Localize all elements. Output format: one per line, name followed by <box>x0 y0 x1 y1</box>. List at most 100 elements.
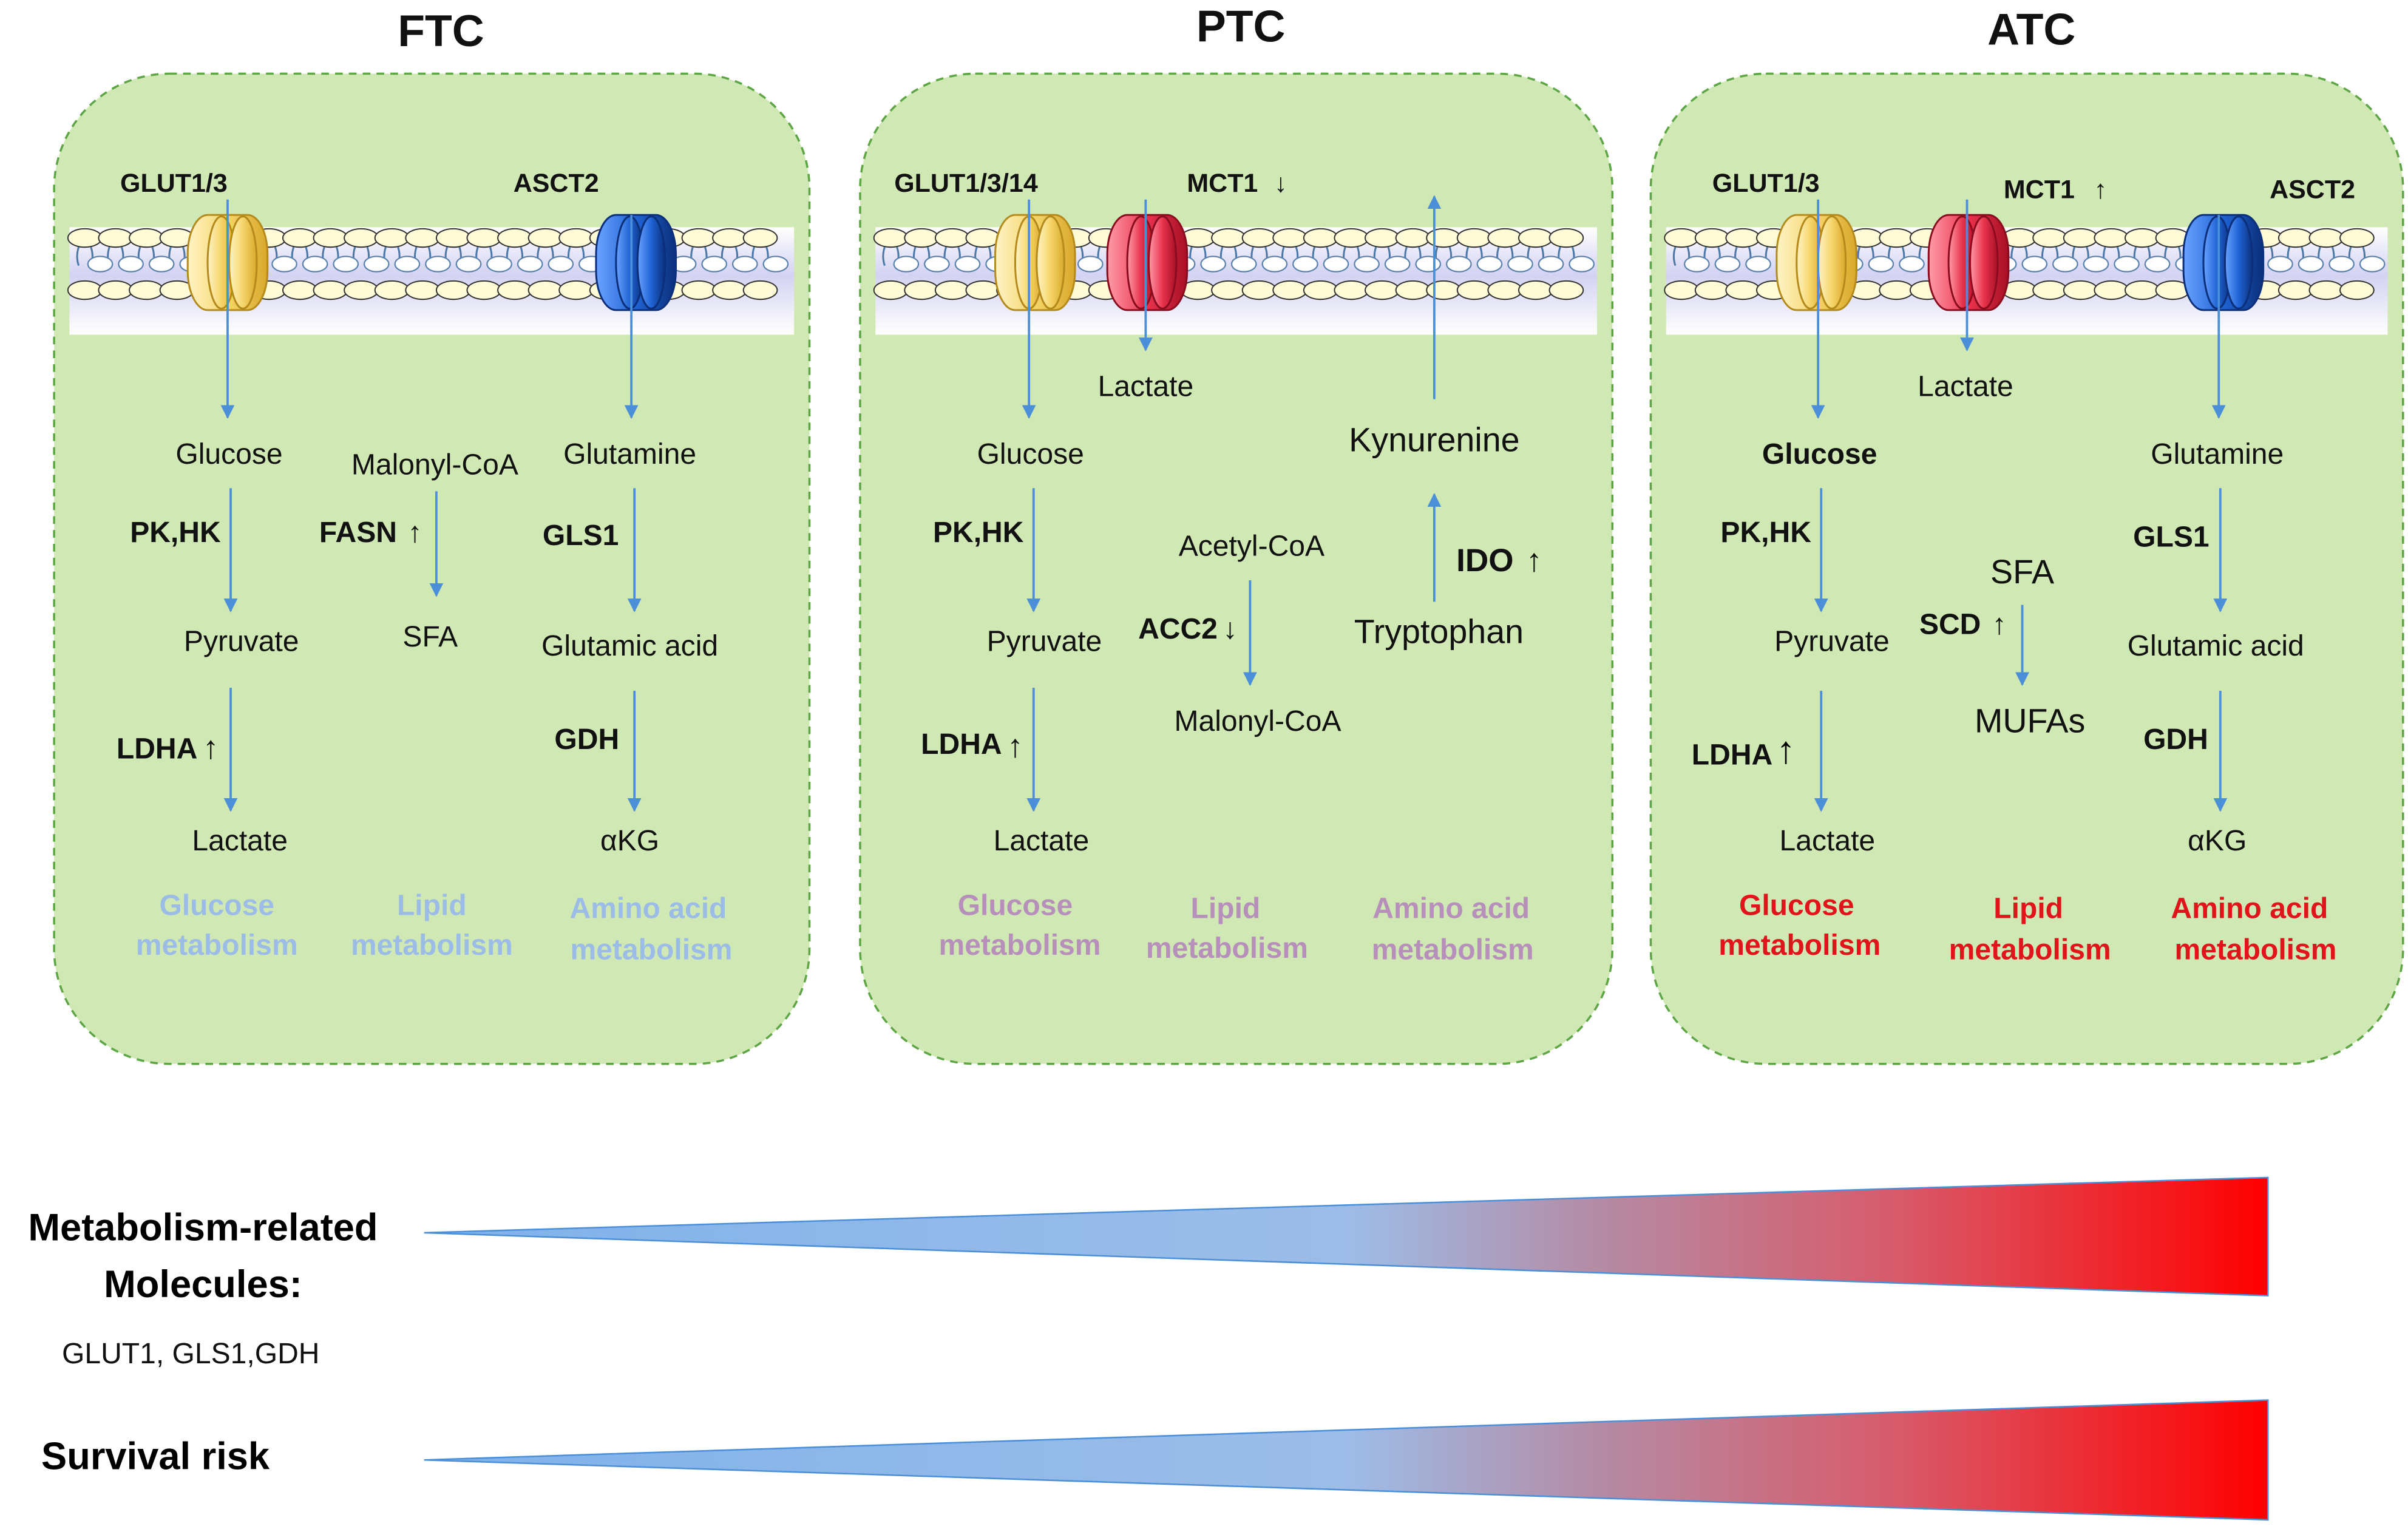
asct2-label: ASCT2 <box>2270 175 2355 204</box>
channel-subunit <box>1147 215 1178 310</box>
lipid-head <box>1694 228 1730 248</box>
glucose-metabolism-label-line2: metabolism <box>938 929 1101 961</box>
lipid-head <box>2032 228 2067 248</box>
lipid-head <box>466 228 502 248</box>
lipid-head <box>282 228 317 248</box>
metabolism-molecules-label-line2: Molecules: <box>104 1263 302 1306</box>
lipid-head <box>2083 256 2109 273</box>
glut-label: GLUT1/3 <box>120 169 228 198</box>
cell-membrane <box>1664 227 2388 335</box>
lipid-head <box>1725 228 1761 248</box>
lipid-head <box>1487 280 1523 300</box>
lipid-metabolism-label-line2: metabolism <box>1146 932 1308 965</box>
lipid-metabolism-label: Lipid <box>1191 892 1261 924</box>
lipid-head <box>2298 256 2324 273</box>
lipid-head <box>965 280 1001 300</box>
lipid-head <box>466 280 502 300</box>
lipid-head <box>527 228 563 248</box>
lipid-head <box>1899 256 1925 273</box>
glutamic-acid-label: Glutamic acid <box>541 630 718 662</box>
channel-subunit <box>1969 215 1999 310</box>
lipid-head <box>1303 228 1338 248</box>
glut-label: GLUT1/3/14 <box>894 169 1038 198</box>
glutamic-acid-label: Glutamic acid <box>2128 630 2304 662</box>
metabolism-trend-wedge <box>424 1176 2269 1297</box>
lipid-head <box>1334 228 1369 248</box>
glucose-label: Glucose <box>977 438 1084 470</box>
channel-subunit <box>1817 215 1847 310</box>
lipid-head <box>1354 256 1380 273</box>
lipid-head <box>527 280 563 300</box>
cell-membrane <box>67 227 795 335</box>
amino-acid-metabolism-label-line2: metabolism <box>570 934 732 966</box>
lipid-head <box>271 256 297 273</box>
lipid-head <box>893 256 920 273</box>
lactate-out-label: Lactate <box>1098 371 1194 403</box>
ldha-label: LDHA <box>117 733 197 765</box>
channel-subunit <box>228 215 258 310</box>
lipid-head <box>1241 228 1277 248</box>
glucose-metabolism-label-line2: metabolism <box>1718 929 1881 961</box>
trend-section: Metabolism-related Molecules: GLUT1, GLS… <box>28 1176 2269 1521</box>
up-arrow-icon: ↑ <box>1526 543 1542 578</box>
lipid-head <box>1077 256 1104 273</box>
lipid-head <box>762 256 789 273</box>
pk-hk-label: PK,HK <box>130 517 221 549</box>
glut-transporter <box>994 214 1076 311</box>
lipid-head <box>1365 228 1400 248</box>
amino-acid-metabolism-label: Amino acid <box>1372 892 1530 924</box>
lipid-head <box>1694 280 1730 300</box>
metabolism-molecules-label: Metabolism-related <box>28 1207 378 1249</box>
lipid-head <box>2124 280 2160 300</box>
cell-membrane <box>873 227 1597 335</box>
mct1-transporter <box>1927 214 2010 311</box>
akg-label: αKG <box>2188 825 2247 857</box>
lipid-head <box>1211 280 1246 300</box>
lipid-head <box>1879 228 1914 248</box>
lipid-head <box>282 280 317 300</box>
lactate-out-label: Lactate <box>1918 371 2013 403</box>
lipid-head <box>2277 280 2313 300</box>
lipid-head <box>344 280 379 300</box>
pk-hk-label: PK,HK <box>933 517 1024 549</box>
lipid-head <box>497 280 532 300</box>
lipid-head <box>1445 256 1472 273</box>
sfa-label: SFA <box>1990 553 2054 591</box>
lipid-head <box>1725 280 1761 300</box>
lipid-head <box>486 256 512 273</box>
lipid-head <box>548 256 574 273</box>
lipid-head <box>1230 256 1257 273</box>
lipid-head <box>2277 228 2313 248</box>
panel-ftc: FTC GLUT1/3 ASCT2 Glucose PK,HK Pyruvate… <box>53 6 811 1065</box>
lactate-label: Lactate <box>994 825 1090 857</box>
channel-subunit <box>1036 215 1065 310</box>
amino-acid-metabolism-label-line2: metabolism <box>2174 934 2336 966</box>
lipid-head <box>934 280 970 300</box>
lipid-head <box>965 228 1001 248</box>
lipid-head <box>435 228 471 248</box>
lipid-head <box>558 228 594 248</box>
lipid-head <box>333 256 359 273</box>
lipid-head <box>2094 280 2129 300</box>
lipid-head <box>2339 280 2375 300</box>
lipid-head <box>731 256 758 273</box>
lipid-head <box>405 280 440 300</box>
amino-acid-metabolism-label: Amino acid <box>2171 892 2328 924</box>
glucose-metabolism-label-line2: metabolism <box>136 929 298 961</box>
lipid-head <box>67 280 103 300</box>
lipid-head <box>2328 256 2355 273</box>
lipid-head <box>118 256 144 273</box>
malonyl-coa-label: Malonyl-CoA <box>351 449 518 481</box>
lipid-head <box>1664 280 1699 300</box>
gls1-label: GLS1 <box>543 520 619 552</box>
lipid-head <box>2063 280 2098 300</box>
lipid-head <box>1507 256 1533 273</box>
tryptophan-label: Tryptophan <box>1354 613 1524 651</box>
lipid-head <box>2339 228 2375 248</box>
lipid-head <box>2308 280 2344 300</box>
lactate-label: Lactate <box>192 825 288 857</box>
panel-title: ATC <box>1987 4 2075 54</box>
lipid-head <box>681 280 717 300</box>
glut-transporter <box>1775 214 1857 311</box>
